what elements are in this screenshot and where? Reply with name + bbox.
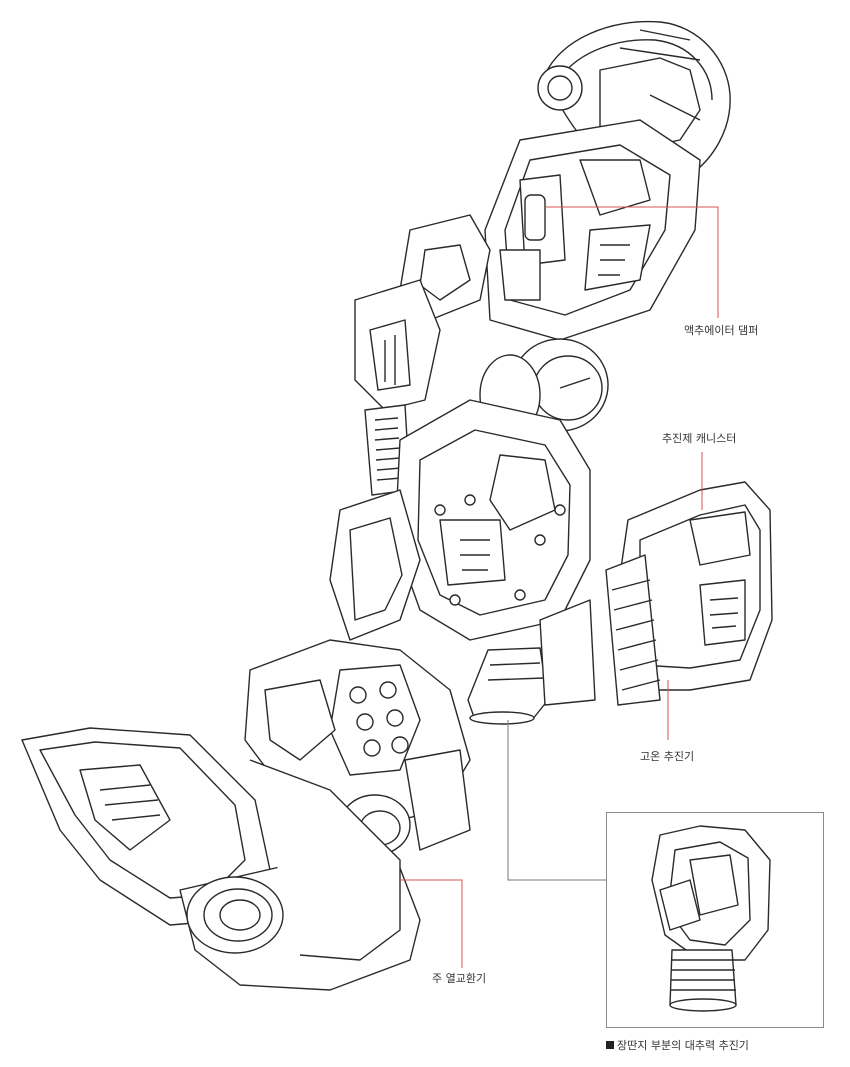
label-main-heat-exchanger: 주 열교환기 xyxy=(432,972,487,985)
inset-frame xyxy=(606,812,824,1028)
rear-thruster-nozzle xyxy=(467,599,596,725)
leader-line-inset xyxy=(507,720,606,881)
label-propellant-canister: 추진제 캐니스터 xyxy=(662,432,737,445)
label-actuator-damper: 액추에이터 댐퍼 xyxy=(684,324,759,337)
shin-armor-part xyxy=(329,399,591,641)
propellant-canister-part xyxy=(605,481,773,706)
knee-upper-frame xyxy=(354,214,491,411)
caption-square-icon xyxy=(606,1041,614,1049)
inset-caption-text: 장딴지 부분의 대추력 추진기 xyxy=(617,1039,749,1052)
leader-line-actuator xyxy=(545,206,719,318)
label-high-temp-thruster: 고온 추진기 xyxy=(640,750,695,763)
thigh-armor-part xyxy=(484,119,701,341)
inset-caption: 장딴지 부분의 대추력 추진기 xyxy=(606,1037,749,1053)
foot-armor-part xyxy=(21,727,421,991)
inset-thruster-part xyxy=(651,825,771,1012)
leader-line-heat-exchanger xyxy=(400,879,463,968)
